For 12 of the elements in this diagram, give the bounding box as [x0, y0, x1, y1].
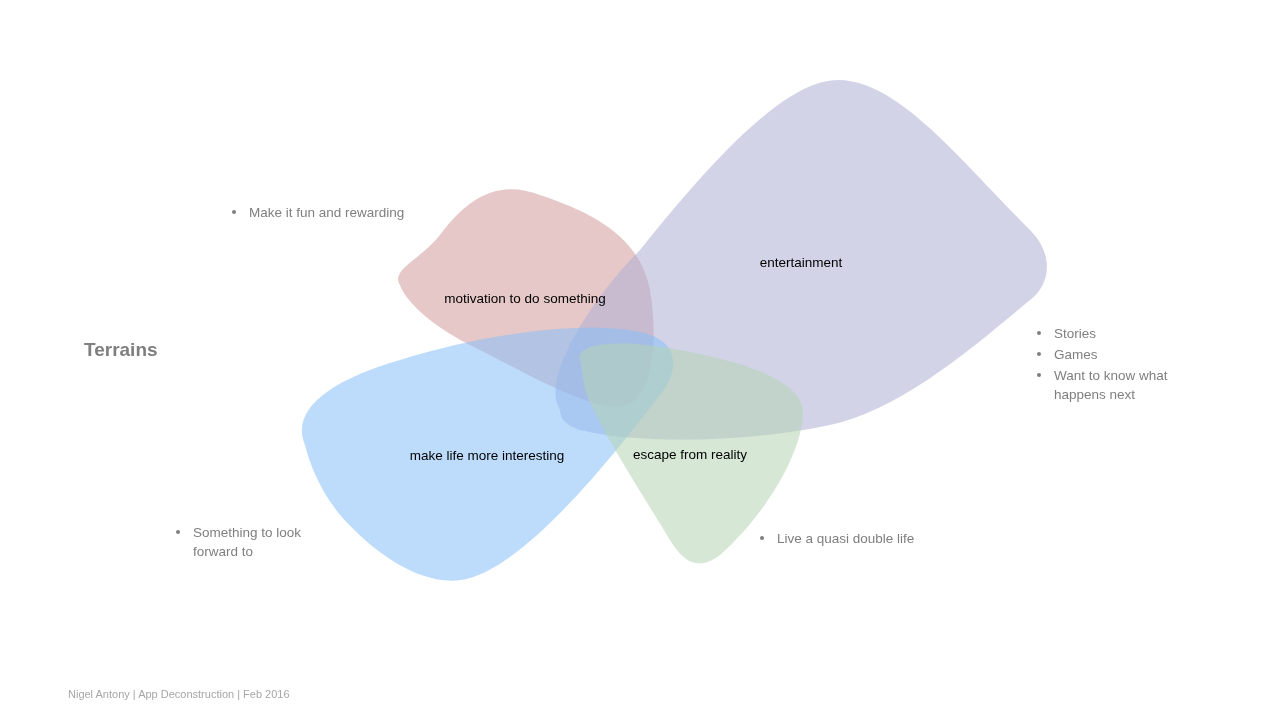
region-label: motivation to do something: [444, 290, 606, 306]
bullet-text: Want to know what happens next: [1054, 368, 1168, 402]
footer-text: Nigel Antony | App Deconstruction | Feb 2016: [68, 688, 290, 700]
region-label: escape from reality: [633, 446, 747, 462]
bullet-text: Make it fun and rewarding: [249, 205, 405, 220]
bullet-text: Stories: [1054, 326, 1097, 341]
bullet-text: Something to look forward to: [193, 525, 302, 559]
title: Terrains: [84, 339, 158, 361]
region-label: make life more interesting: [409, 447, 565, 463]
bullet-text: Live a quasi double life: [777, 531, 915, 546]
region-label: entertainment: [759, 254, 843, 270]
bullet-text: Games: [1054, 347, 1098, 362]
